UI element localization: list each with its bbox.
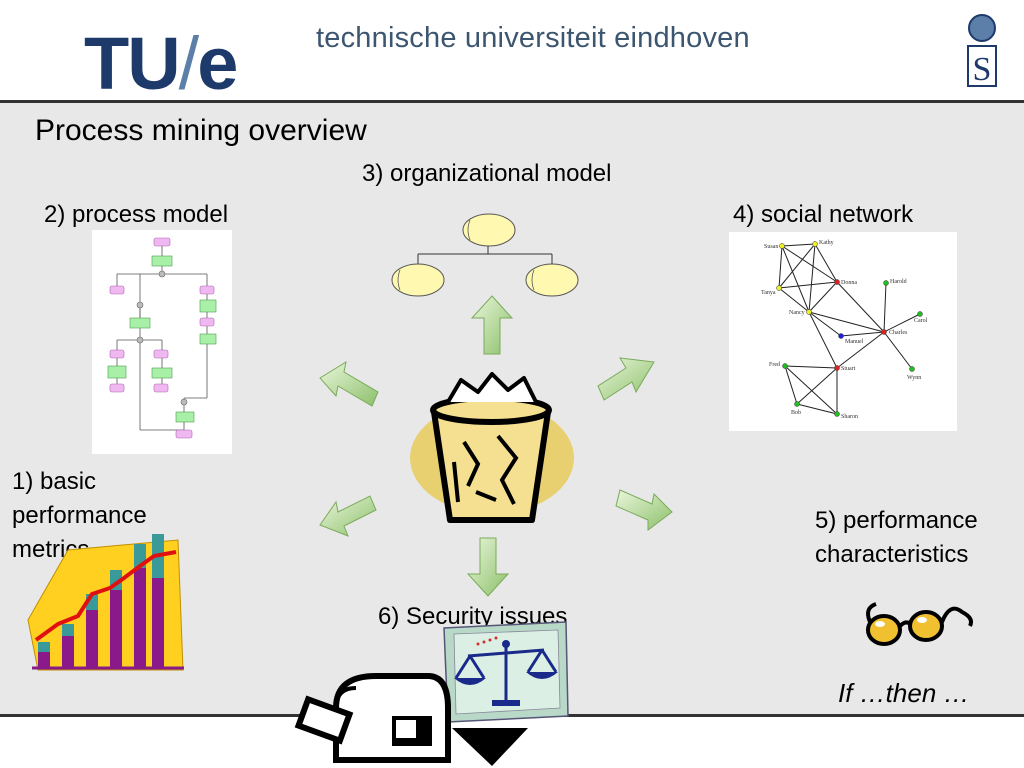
university-name: technische universiteit eindhoven bbox=[316, 22, 750, 54]
header: TU/e technische universiteit eindhoven S bbox=[0, 0, 1024, 104]
sn-label: Nancy bbox=[789, 310, 805, 316]
arrow-lower-right-icon bbox=[615, 489, 673, 531]
sn-label: Kathy bbox=[819, 240, 834, 246]
bar-chart-clipart-icon bbox=[27, 534, 184, 671]
sn-label: Harold bbox=[890, 279, 907, 285]
s-logo-icon: S bbox=[967, 14, 997, 88]
sn-label: Susan bbox=[764, 244, 778, 250]
top-rule bbox=[0, 100, 1024, 103]
sn-label: Bob bbox=[791, 410, 801, 416]
social-network-bg bbox=[729, 232, 957, 431]
label-perf-char-line1: 5) performance bbox=[815, 507, 978, 534]
sn-label: Tanya bbox=[761, 290, 776, 296]
sn-label: Carol bbox=[914, 318, 928, 324]
mailbox-icon bbox=[294, 673, 528, 766]
arrow-up-icon bbox=[470, 295, 514, 355]
org-model-diagram bbox=[391, 213, 579, 297]
sn-label: Wynn bbox=[907, 375, 921, 381]
label-perf-char: 5) performance characteristics bbox=[815, 504, 978, 572]
label-if-then: If …then … bbox=[838, 678, 970, 708]
label-basic-metrics-line2: performance bbox=[12, 502, 147, 529]
sn-label: Sharon bbox=[841, 414, 858, 420]
label-social-network: 4) social network bbox=[733, 201, 914, 228]
label-perf-char-line2: characteristics bbox=[815, 541, 969, 568]
glasses-icon bbox=[866, 602, 973, 646]
sn-label: Fred bbox=[769, 362, 780, 368]
social-network-diagram: Susan Kathy Tanya Donna Harold Nancy Car… bbox=[761, 240, 928, 420]
arrow-down-icon bbox=[466, 537, 510, 597]
trash-bin-icon bbox=[410, 372, 574, 523]
page-title: Process mining overview bbox=[35, 114, 367, 147]
arrow-upper-right-icon bbox=[597, 357, 655, 401]
sn-label: Charles bbox=[889, 330, 908, 336]
arrow-upper-left-icon bbox=[319, 360, 379, 407]
label-org-model: 3) organizational model bbox=[362, 160, 612, 187]
arrow-lower-left-icon bbox=[319, 495, 377, 537]
label-basic-metrics-line1: 1) basic bbox=[12, 468, 97, 495]
s-logo-letter: S bbox=[973, 51, 992, 88]
sn-label: Stuart bbox=[841, 366, 856, 372]
process-model-diagram bbox=[107, 237, 217, 439]
sn-label: Donna bbox=[841, 280, 857, 286]
scales-justice-icon bbox=[443, 621, 569, 723]
label-process-model: 2) process model bbox=[44, 201, 229, 228]
tue-logo: TU/e bbox=[84, 22, 238, 105]
sn-label: Manuel bbox=[845, 339, 864, 345]
